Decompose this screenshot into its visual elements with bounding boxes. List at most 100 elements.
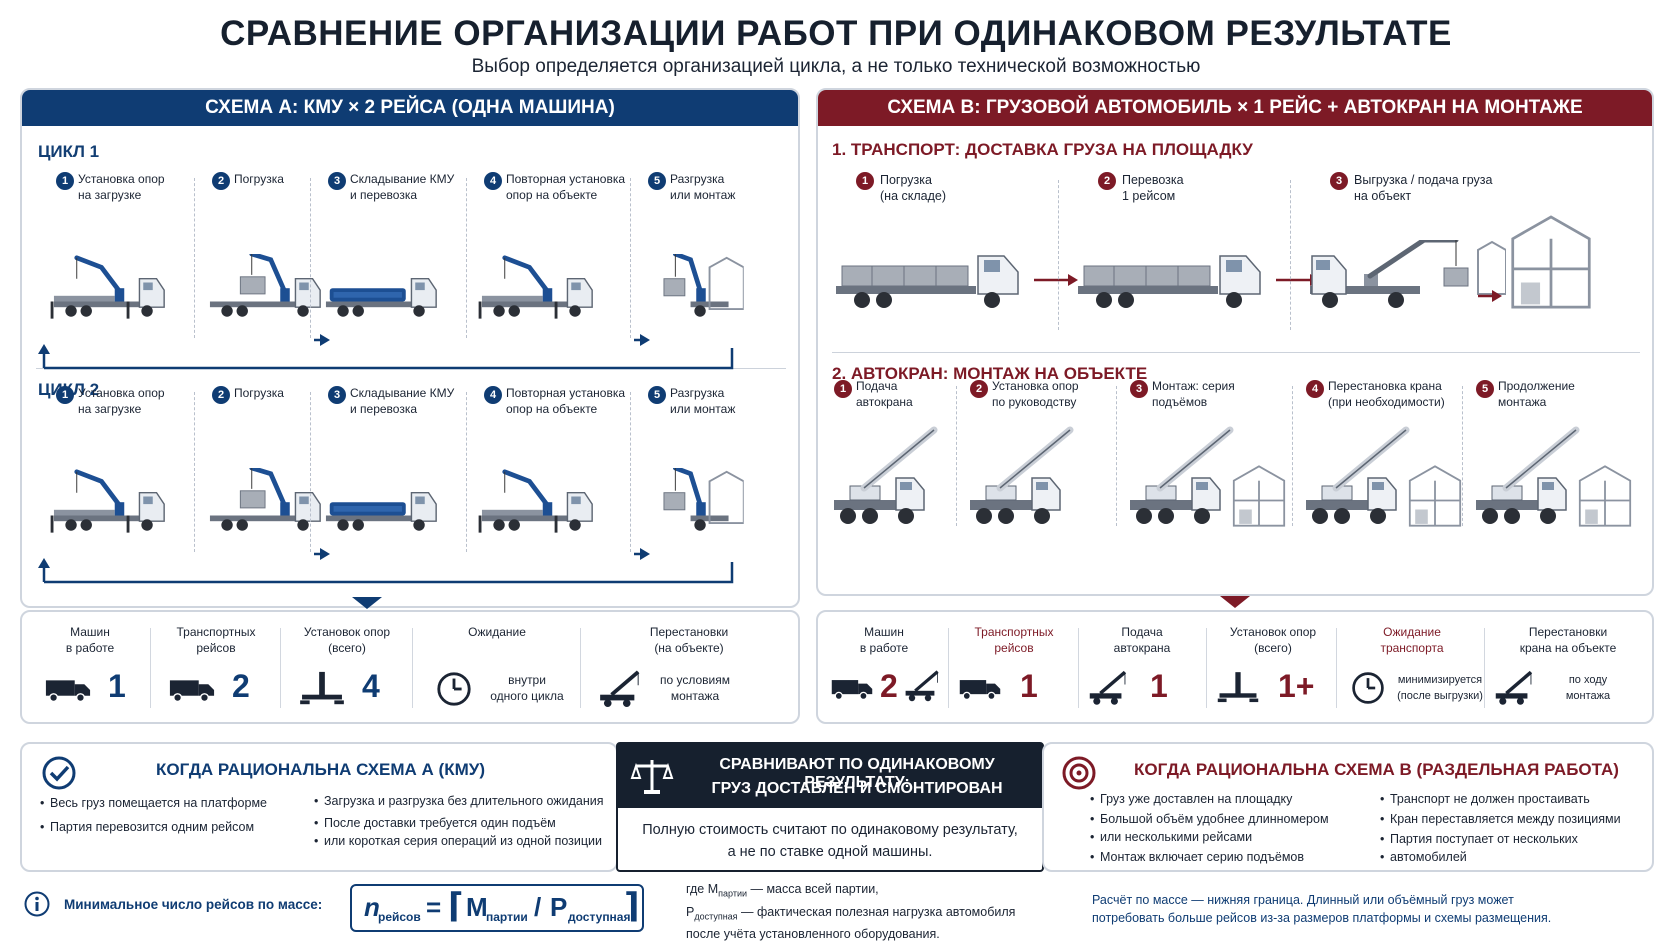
flow-arrow <box>634 548 650 560</box>
stat-note-2: монтажа <box>1565 690 1611 702</box>
autocrane-illustration <box>1300 424 1424 534</box>
step-label-line-1: Подача <box>856 379 898 393</box>
when-b-item: Большой объём удобнее длинномером <box>1090 810 1380 828</box>
when-a-item-cont: или короткая серия операций из одной поз… <box>314 832 614 850</box>
autocrane-illustration <box>828 424 952 534</box>
stat-label-line-1: Установок опор <box>303 625 391 639</box>
step-divider <box>1290 180 1291 330</box>
stat-note-1: по ходу <box>1568 674 1608 686</box>
formula-n: n <box>364 892 380 922</box>
step-label-line-2: или монтаж <box>670 188 736 202</box>
when-a-item: Загрузка и разгрузка без длительного ожи… <box>314 792 614 810</box>
step-number-badge: 1 <box>56 172 74 190</box>
stat-divider <box>1484 628 1485 708</box>
stat-label-line-1: Перестановки <box>649 625 729 639</box>
step-number-badge: 3 <box>328 386 346 404</box>
when-b-item: Кран переставляется между позициями <box>1380 810 1650 828</box>
step-divider <box>194 178 195 338</box>
stat-label-line-2: рейсов <box>994 641 1034 655</box>
kmu-truck-illustration <box>320 254 444 330</box>
stat-label-line-1: Машин <box>864 625 904 639</box>
step-label-line-2: (на складе) <box>880 189 947 203</box>
building-illustration <box>1510 212 1592 312</box>
scheme-a-pointer <box>352 597 382 609</box>
stat-label-line-1: Транспортных <box>176 625 256 639</box>
step-label-line-2: монтажа <box>1498 395 1547 409</box>
stat-note-2: одного цикла <box>490 689 564 703</box>
step-label-line-2: на объект <box>1354 189 1412 203</box>
stat-divider <box>948 628 949 708</box>
section-divider <box>832 352 1640 353</box>
stat-value: 1 <box>1020 668 1038 704</box>
step-divider <box>194 392 195 552</box>
where-m-label: где M <box>686 882 719 896</box>
step-label-line-2: опор на объекте <box>506 402 598 416</box>
step-divider <box>1462 386 1463 526</box>
stat-value: 4 <box>362 668 380 704</box>
formula-p: P <box>550 892 568 922</box>
stat-note-2: монтажа <box>670 689 720 703</box>
stat-divider <box>1206 628 1207 708</box>
truck-illustration <box>1306 240 1506 320</box>
stat-label-line-2: в работе <box>859 641 909 655</box>
stat-note-1: по условиям <box>659 673 730 687</box>
step-label-line-1: Повторная установка <box>506 172 626 186</box>
step-label-line-2: по руководству <box>992 395 1077 409</box>
where-p-sub: доступная <box>694 911 738 921</box>
formula-bracket-left: ⌈ <box>448 887 464 925</box>
stat-value: 2 <box>880 668 898 704</box>
stat-divider <box>1078 628 1079 708</box>
step-number-badge: 5 <box>648 386 666 404</box>
formula-n-sub: рейсов <box>378 910 421 924</box>
stat-label-line-1: Ожидание <box>468 625 526 639</box>
cycle-return-arrow <box>38 558 734 584</box>
step-label-line-2: подъёмов <box>1152 395 1208 409</box>
autocrane-illustration <box>1470 424 1594 534</box>
formula-eq: = <box>426 892 442 922</box>
step-divider <box>1058 180 1059 330</box>
truck-icon <box>44 670 92 708</box>
step-label-line-2: опор на объекте <box>506 188 598 202</box>
compare-title-2: ГРУЗ ДОСТАВЛЕН И СМОНТИРОВАН <box>711 780 1003 797</box>
stat-label-line-2: рейсов <box>196 641 236 655</box>
step-label-line-1: Складывание КМУ <box>350 172 455 186</box>
formula-where: где Mпартии — масса всей партии, Pдоступ… <box>686 880 1066 941</box>
step-label-line-2: на загрузке <box>78 402 142 416</box>
target-icon <box>1062 756 1096 790</box>
step-divider <box>956 386 957 526</box>
step-label-line-1: Установка опор <box>992 379 1079 393</box>
when-b-title: КОГДА РАЦИОНАЛЬНА СХЕМА В (РАЗДЕЛЬНАЯ РА… <box>1134 760 1619 779</box>
step-label-line-1: Установка опор <box>78 172 165 186</box>
when-b-box: КОГДА РАЦИОНАЛЬНА СХЕМА В (РАЗДЕЛЬНАЯ РА… <box>1042 742 1654 872</box>
when-a-list-2: Загрузка и разгрузка без длительного ожи… <box>314 792 614 850</box>
stat-note-1: внутри <box>508 673 546 687</box>
transport-section-title: 1. ТРАНСПОРТ: ДОСТАВКА ГРУЗА НА ПЛОЩАДКУ <box>832 140 1253 159</box>
crane-icon <box>1088 670 1132 706</box>
truck-icon <box>168 670 216 708</box>
cycle-1-label: ЦИКЛ 1 <box>38 142 100 161</box>
where-p-text: — фактическая полезная нагрузка автомоби… <box>737 904 1016 919</box>
stat-divider <box>280 628 281 708</box>
mass-note-1: Расчёт по массе — нижняя граница. Длинны… <box>1092 893 1514 907</box>
stat-divider <box>1336 628 1337 708</box>
step-number-badge: 3 <box>1330 172 1348 190</box>
compare-header: СРАВНИВАЮТ ПО ОДИНАКОВОМУ РЕЗУЛЬТАТУ: ГР… <box>618 744 1042 808</box>
step-divider <box>630 392 631 552</box>
step-label-line-2: или монтаж <box>670 402 736 416</box>
step-label-line-2: на загрузке <box>78 188 142 202</box>
scheme-b-header: СХЕМА В: ГРУЗОВОЙ АВТОМОБИЛЬ × 1 РЕЙС + … <box>818 90 1652 126</box>
step-number-badge: 4 <box>1306 380 1324 398</box>
step-label-line-1: Установка опор <box>78 386 165 400</box>
step-divider <box>466 392 467 552</box>
clock-icon <box>430 670 478 708</box>
stat-label-line-1: Транспортных <box>974 625 1054 639</box>
step-number-badge: 2 <box>212 386 230 404</box>
flow-arrow <box>314 334 330 346</box>
building-illustration <box>1578 464 1632 528</box>
stat-label-line-1: Подача <box>1121 625 1163 639</box>
info-icon <box>24 891 50 917</box>
when-b-list-1: Груз уже доставлен на площадку Большой о… <box>1090 790 1380 866</box>
scheme-a-panel: СХЕМА А: КМУ × 2 РЕЙСА (ОДНА МАШИНА) ЦИК… <box>20 88 800 608</box>
when-a-list-1: Весь груз помещается на платформе Партия… <box>40 794 310 836</box>
